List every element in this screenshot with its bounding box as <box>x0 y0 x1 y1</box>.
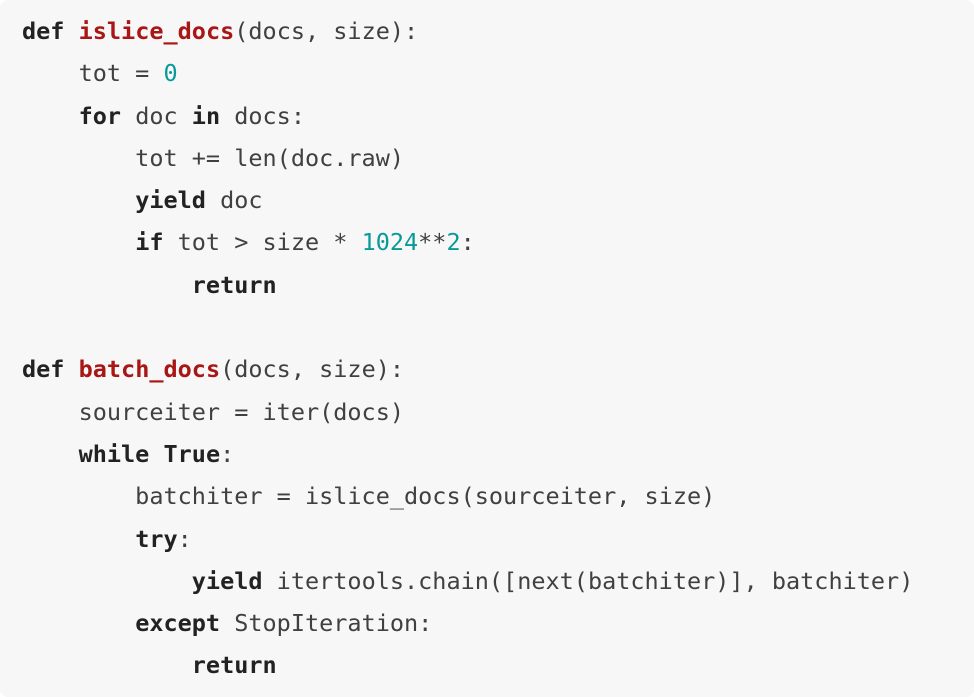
token-text <box>64 17 78 45</box>
code-line: return <box>22 264 958 306</box>
token-keyword: return <box>191 270 277 299</box>
token-keyword: return <box>191 651 277 680</box>
token-number: 0 <box>163 59 178 88</box>
token-text <box>22 440 79 468</box>
token-text: : <box>177 524 192 553</box>
code-line: batchiter = islice_docs(sourceiter, size… <box>22 475 958 517</box>
token-keyword: def <box>22 355 65 384</box>
code-line: yield doc <box>22 179 958 221</box>
token-text <box>22 567 192 595</box>
token-keyword: yield <box>135 186 206 215</box>
code-line: tot = 0 <box>22 52 958 94</box>
token-keyword: in <box>191 101 221 130</box>
token-text: batchiter = islice_docs(sourceiter, size… <box>22 482 716 511</box>
token-text <box>22 271 192 299</box>
token-keyword: yield <box>191 566 263 595</box>
token-text <box>64 355 78 383</box>
token-text: tot += len(doc.raw) <box>22 143 405 172</box>
code-line: try: <box>22 518 958 560</box>
token-keyword: try <box>135 524 178 553</box>
code-line: sourceiter = iter(docs) <box>22 391 958 433</box>
code-line: def islice_docs(docs, size): <box>22 10 958 52</box>
token-text: doc <box>205 186 263 215</box>
token-text: tot > size * <box>163 228 362 257</box>
token-text <box>22 525 135 553</box>
token-text: (docs, size): <box>220 355 405 384</box>
token-text: (docs, size): <box>234 17 419 45</box>
token-text <box>22 651 192 679</box>
token-function-name: batch_docs <box>78 355 221 384</box>
code-line: if tot > size * 1024**2: <box>22 221 958 263</box>
code-line: while True: <box>22 433 958 475</box>
token-text: : <box>220 439 235 468</box>
token-text: StopIteration: <box>220 609 433 638</box>
token-keyword: for <box>78 101 122 130</box>
token-number: 2 <box>446 228 461 257</box>
token-function-name: islice_docs <box>78 17 235 45</box>
code-line: return <box>22 644 958 686</box>
token-keyword: while <box>78 439 150 468</box>
token-text <box>22 228 135 256</box>
code-line: yield itertools.chain([next(batchiter)],… <box>22 560 958 602</box>
token-text: ** <box>418 228 447 257</box>
code-line: for doc in docs: <box>22 95 958 137</box>
token-text: : <box>460 228 475 257</box>
token-text <box>149 440 163 468</box>
token-text <box>22 609 135 637</box>
token-text <box>22 102 79 130</box>
token-keyword: True <box>163 439 221 468</box>
token-text: doc <box>121 101 192 130</box>
token-text: itertools.chain([next(batchiter)], batch… <box>262 566 914 595</box>
token-text <box>22 186 135 214</box>
code-line: def batch_docs(docs, size): <box>22 348 958 390</box>
token-keyword: if <box>135 228 164 257</box>
token-text: sourceiter = iter(docs) <box>22 397 405 426</box>
token-text: docs: <box>220 101 305 130</box>
code-line: except StopIteration: <box>22 602 958 644</box>
code-line: tot += len(doc.raw) <box>22 137 958 179</box>
token-text: tot = <box>22 59 164 88</box>
code-line <box>22 306 958 348</box>
token-keyword: except <box>135 609 221 638</box>
token-number: 1024 <box>361 228 419 257</box>
token-keyword: def <box>22 17 65 45</box>
